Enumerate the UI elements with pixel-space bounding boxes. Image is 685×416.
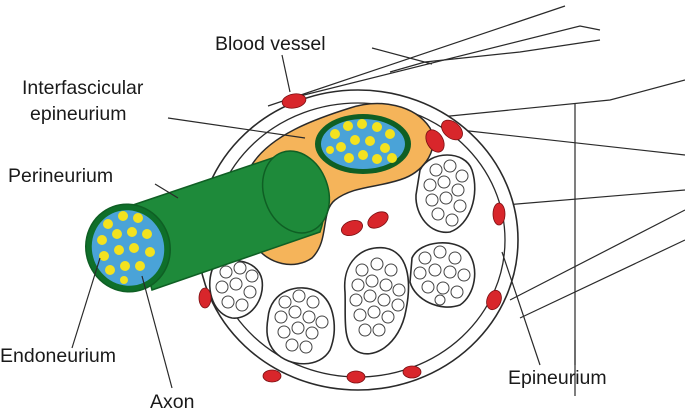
trunk-inner-line-2 bbox=[429, 79, 685, 119]
blood-vessel-2 bbox=[425, 129, 445, 153]
leader-endoneurium bbox=[71, 257, 101, 349]
trunk-bottom-line bbox=[509, 209, 685, 301]
blood-vessel-3 bbox=[441, 119, 463, 141]
trunk-top-line-2 bbox=[299, 25, 601, 97]
leader-blood-vessel-left bbox=[281, 54, 291, 93]
blood-vessel-7 bbox=[486, 289, 502, 311]
fascicle-upper-endoneurium bbox=[321, 119, 405, 169]
blood-vessel-9 bbox=[262, 369, 282, 383]
cylinder-axons bbox=[97, 211, 155, 284]
fascicle-right-top bbox=[415, 154, 476, 233]
leader-blood-vessel-right bbox=[371, 47, 433, 65]
leader-interfascicular bbox=[167, 117, 306, 139]
blood-vessel-4 bbox=[340, 220, 364, 236]
label-perineurium: Perineurium bbox=[8, 165, 113, 187]
blood-vessel-8 bbox=[198, 287, 212, 309]
blood-vessel-10 bbox=[346, 370, 366, 384]
label-interfascicular-line1: Interfascicular bbox=[22, 77, 144, 99]
blood-vessel-5 bbox=[367, 211, 389, 229]
leader-lines bbox=[71, 47, 576, 389]
nerve-trunk-outline bbox=[267, 5, 685, 396]
perineurium-far-end bbox=[261, 150, 331, 234]
label-endoneurium: Endoneurium bbox=[0, 345, 116, 367]
fascicle-lower-left bbox=[208, 259, 264, 319]
leader-axon bbox=[141, 275, 173, 389]
fascicle-upper-axons bbox=[326, 119, 397, 164]
blood-vessel-1 bbox=[281, 93, 307, 109]
trunk-inner-line-3 bbox=[459, 129, 685, 156]
trunk-bottom-line-2 bbox=[519, 239, 685, 319]
trunk-inner-line-4 bbox=[504, 189, 685, 206]
label-axon: Axon bbox=[150, 391, 194, 413]
blood-vessel-11 bbox=[402, 365, 422, 379]
trunk-inner-line-1 bbox=[389, 39, 601, 73]
fascicle-lower-middle bbox=[266, 287, 336, 365]
leader-epineurium-1 bbox=[501, 251, 541, 366]
fascicle-upper bbox=[315, 114, 411, 174]
label-blood-vessel: Blood vessel bbox=[215, 33, 326, 55]
fascicle-right-bottom bbox=[409, 242, 476, 308]
blood-vessel-6 bbox=[492, 202, 506, 226]
fascicle-center bbox=[344, 246, 410, 355]
blood-vessels bbox=[198, 93, 506, 384]
trunk-top-line bbox=[267, 5, 566, 107]
perineurium-cylinder bbox=[85, 150, 331, 293]
label-interfascicular-line2: epineurium bbox=[30, 103, 126, 125]
leader-perineurium bbox=[154, 183, 179, 199]
label-epineurium: Epineurium bbox=[508, 367, 607, 389]
